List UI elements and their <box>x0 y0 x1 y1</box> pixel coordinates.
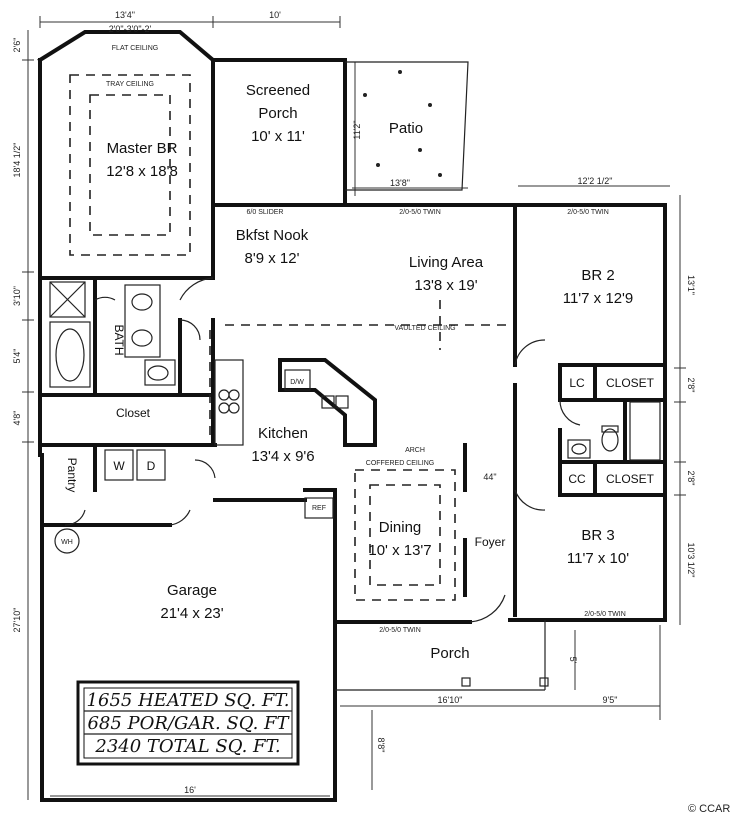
dim-porch-95: 9'5" <box>603 695 618 705</box>
living-size: 13'8 x 19' <box>414 277 477 294</box>
dim-left-54: 5'4" <box>12 349 22 364</box>
water-heater-label: WH <box>61 539 73 546</box>
door-swings <box>64 277 581 623</box>
screened-porch-label-1: Screened <box>246 82 310 99</box>
br3-label: BR 3 <box>581 527 614 544</box>
arch-note: ARCH <box>405 447 425 454</box>
dining-size: 10' x 13'7 <box>368 542 431 559</box>
twin-window-note-2: 2/0-5/0 TWIN <box>567 209 609 216</box>
br2-label: BR 2 <box>581 267 614 284</box>
dim-porch-16: 16'10" <box>438 695 463 705</box>
garage-size: 21'4 x 23' <box>160 605 223 622</box>
dim-hall-44: 44" <box>483 472 496 482</box>
kitchen-label: Kitchen <box>258 425 308 442</box>
br2-closet-label: CLOSET <box>606 376 655 390</box>
kitchen-size: 13'4 x 9'6 <box>251 448 314 465</box>
fridge-label: REF <box>312 505 326 512</box>
twin-window-note-1: 2/0-5/0 TWIN <box>399 209 441 216</box>
nook-size: 8'9 x 12' <box>245 250 300 267</box>
washer-label: W <box>113 459 125 473</box>
dim-top-master: 13'4" <box>115 10 135 20</box>
living-label: Living Area <box>409 254 484 271</box>
master-closet-label: Closet <box>116 406 151 420</box>
dim-right-br2: 13'1" <box>686 275 696 295</box>
br3-twin-note: 2/0-5/0 TWIN <box>584 611 626 618</box>
dim-left-garage: 27'10" <box>12 608 22 633</box>
front-twin-note: 2/0-5/0 TWIN <box>379 627 421 634</box>
total-sqft: 2340 TOTAL SQ. FT. <box>94 736 280 757</box>
pantry-label: Pantry <box>65 458 79 493</box>
lc-label: LC <box>569 376 585 390</box>
vaulted-note: VAULTED CEILING <box>394 325 455 332</box>
cc-label: CC <box>568 472 586 486</box>
patio-label: Patio <box>389 120 423 137</box>
dim-top-porch: 10' <box>269 10 281 20</box>
copyright-label: © CCAR <box>688 803 730 815</box>
dishwasher-label: D/W <box>290 379 304 386</box>
coffered-note: COFFERED CEILING <box>366 460 434 467</box>
dryer-label: D <box>147 459 156 473</box>
dim-left-master: 18'4 1/2" <box>12 143 22 178</box>
dim-garage-16: 16' <box>184 785 196 795</box>
walls <box>37 30 667 802</box>
porch-label: Porch <box>430 645 469 662</box>
porch-garage-sqft: 685 POR/GAR. SQ. FT <box>87 713 290 734</box>
square-footage-box <box>76 680 300 766</box>
foyer-label: Foyer <box>475 535 506 549</box>
dim-right-br3: 10'3 1/2" <box>686 543 696 578</box>
nook-label: Bkfst Nook <box>236 227 309 244</box>
dim-right-28a: 2'8" <box>686 378 696 393</box>
screened-porch-label-2: Porch <box>258 105 297 122</box>
br2-size: 11'7 x 12'9 <box>563 290 634 307</box>
br3-size: 11'7 x 10' <box>567 550 629 567</box>
dim-left-26: 2'6" <box>12 38 22 53</box>
dim-left-310: 3'10" <box>12 286 22 306</box>
garage-label: Garage <box>167 582 217 599</box>
tray-ceiling-note: TRAY CEILING <box>106 81 154 88</box>
dim-patio-side: 11'2" <box>352 120 362 139</box>
slider-note: 6/0 SLIDER <box>247 209 284 216</box>
master-br-label: Master BR <box>107 140 178 157</box>
flat-ceiling-note: FLAT CEILING <box>112 45 158 52</box>
dim-porch-side: 5' <box>568 657 578 664</box>
dining-label: Dining <box>379 519 422 536</box>
master-br-size: 12'8 x 18'8 <box>106 163 178 180</box>
ceiling-lines <box>69 74 510 601</box>
screened-porch-size: 10' x 11' <box>251 128 305 145</box>
dim-right-28b: 2'8" <box>686 471 696 486</box>
dim-left-48: 4'8" <box>12 411 22 426</box>
heated-sqft: 1655 HEATED SQ. FT. <box>87 690 290 711</box>
dimension-lines <box>22 16 686 800</box>
fixtures <box>49 61 661 687</box>
dim-bay: 2'0"-3'0"-2' <box>109 24 152 34</box>
dim-right-top: 12'2 1/2" <box>578 176 613 186</box>
br3-closet-label: CLOSET <box>606 472 655 486</box>
bath-label: BATH <box>112 324 126 355</box>
dim-garage-88: 8'8" <box>376 738 386 753</box>
dim-patio-bottom: 13'8" <box>390 178 410 188</box>
